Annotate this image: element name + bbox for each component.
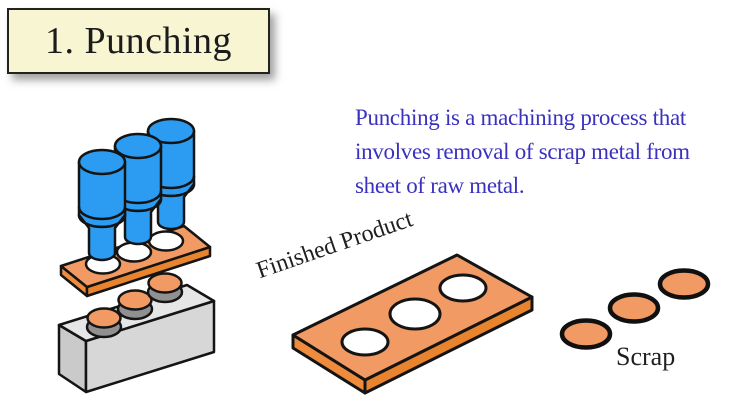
- die-block: [57, 272, 216, 394]
- description-line: sheet of raw metal.: [355, 173, 525, 198]
- scrap-label: Scrap: [616, 342, 676, 371]
- page-title: 1. Punching: [44, 20, 233, 62]
- finished-product-sheet: [291, 253, 534, 395]
- product-hole: [388, 297, 442, 331]
- description-line: Punching is a machining process that: [355, 105, 686, 130]
- description-text: Punching is a machining process that inv…: [355, 101, 690, 203]
- punching-machine-diagram: [57, 117, 216, 394]
- die-boss: [85, 307, 123, 339]
- product-hole: [438, 273, 488, 303]
- title-box: 1. Punching: [7, 8, 270, 74]
- plate-hole: [115, 241, 153, 263]
- scrap-slug: [559, 318, 613, 350]
- scrap-slug: [607, 292, 661, 324]
- die-boss: [146, 272, 184, 304]
- plate-hole: [147, 230, 185, 252]
- scrap-slugs: [559, 268, 711, 350]
- product-hole: [340, 327, 390, 357]
- die-boss: [116, 289, 154, 321]
- die-boss-top: [86, 307, 122, 329]
- die-boss-top: [117, 289, 153, 311]
- scrap-slug: [657, 268, 711, 300]
- punch-icon: [77, 148, 127, 262]
- description-line: involves removal of scrap metal from: [355, 139, 690, 164]
- die-boss-top: [147, 272, 183, 294]
